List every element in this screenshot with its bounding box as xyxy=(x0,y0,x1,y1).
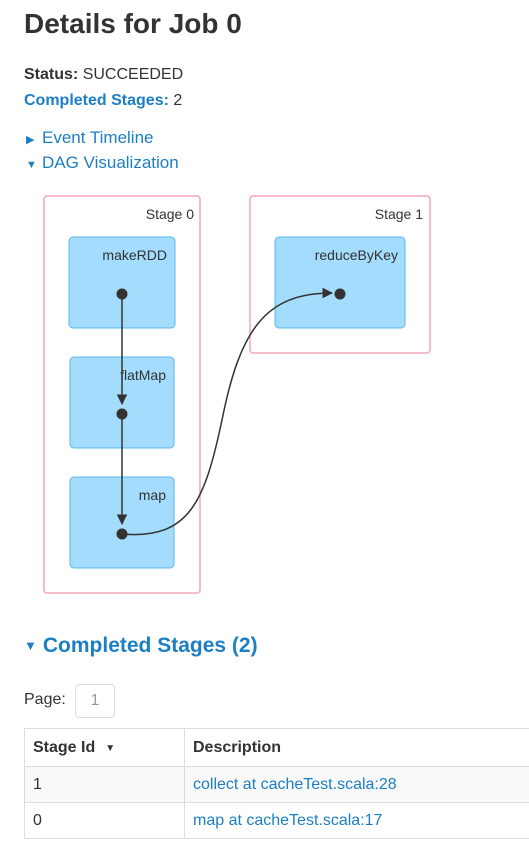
event-timeline-label: Event Timeline xyxy=(42,128,154,147)
stage-1-label: Stage 1 xyxy=(375,206,423,222)
table-header-row: Stage Id ▼ Description xyxy=(24,728,529,767)
caret-down-icon: ▼ xyxy=(24,638,37,653)
completed-stages-summary: Completed Stages: 2 xyxy=(24,92,182,110)
rdd-dot-map xyxy=(116,528,128,540)
table-row: 1 collect at cacheTest.scala:28 xyxy=(24,766,529,803)
stage-0-label: Stage 0 xyxy=(146,206,194,222)
completed-stages-heading: Completed Stages (2) xyxy=(42,634,258,657)
edge-map-reducebykey xyxy=(121,287,334,536)
rdd-node-reducebykey[interactable]: reduceByKey xyxy=(274,236,406,329)
dag-visualization: Stage 0 makeRDD flatMap map Stage 1 redu… xyxy=(43,195,431,594)
stage-id-cell: 0 xyxy=(24,802,185,839)
description-cell: collect at cacheTest.scala:28 xyxy=(184,766,529,803)
rdd-dot-reducebykey xyxy=(334,288,346,300)
page-number-button[interactable]: 1 xyxy=(75,684,115,718)
status-value: SUCCEEDED xyxy=(82,66,184,83)
stage-description-link[interactable]: map at cacheTest.scala:17 xyxy=(193,811,383,829)
dag-visualization-toggle[interactable]: ▼ DAG Visualization xyxy=(26,153,179,173)
caret-down-icon: ▼ xyxy=(26,159,37,171)
stage-description-link[interactable]: collect at cacheTest.scala:28 xyxy=(193,775,397,793)
rdd-node-makerdd[interactable]: makeRDD xyxy=(68,236,176,329)
stage-1-cluster[interactable]: Stage 1 reduceByKey xyxy=(249,195,431,354)
sort-desc-icon: ▼ xyxy=(105,742,116,754)
rdd-label-flatmap: flatMap xyxy=(120,367,166,383)
completed-stages-count: 2 xyxy=(173,92,183,109)
rdd-dot-flatmap xyxy=(116,408,128,420)
table-row: 0 map at cacheTest.scala:17 xyxy=(24,802,529,839)
job-status: Status: SUCCEEDED xyxy=(24,66,183,84)
rdd-label-reducebykey: reduceByKey xyxy=(315,247,398,263)
column-header-description[interactable]: Description xyxy=(184,728,529,767)
stage-id-cell: 1 xyxy=(24,766,185,803)
status-label: Status: xyxy=(24,66,79,83)
column-header-stage-id[interactable]: Stage Id ▼ xyxy=(24,728,185,767)
rdd-dot-makerdd xyxy=(116,288,128,300)
event-timeline-toggle[interactable]: ▶ Event Timeline xyxy=(26,128,154,148)
completed-stages-table: Stage Id ▼ Description 1 collect at cache… xyxy=(24,728,529,839)
rdd-label-makerdd: makeRDD xyxy=(102,247,167,263)
caret-right-icon: ▶ xyxy=(26,134,35,146)
completed-stages-section-toggle[interactable]: ▼ Completed Stages (2) xyxy=(24,634,258,658)
rdd-label-map: map xyxy=(139,487,166,503)
page-title: Details for Job 0 xyxy=(24,8,242,39)
description-cell: map at cacheTest.scala:17 xyxy=(184,802,529,839)
completed-stages-link[interactable]: Completed Stages: xyxy=(24,92,169,109)
pagination-label: Page: xyxy=(24,691,66,708)
dag-visualization-label: DAG Visualization xyxy=(42,153,179,172)
rdd-box-reducebykey xyxy=(274,236,406,329)
stage-id-header-label: Stage Id xyxy=(33,738,96,756)
